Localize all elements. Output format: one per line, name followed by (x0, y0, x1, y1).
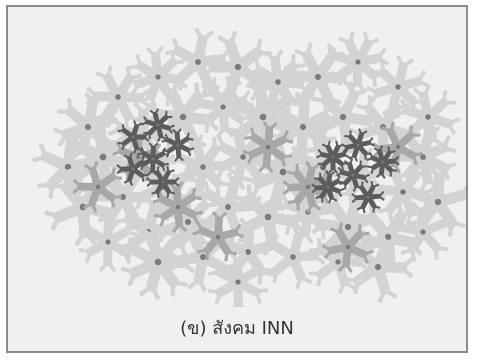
figure-caption: (ข) สังคม INN (8, 313, 466, 342)
network-cell (262, 225, 325, 290)
figure-frame: (ข) สังคม INN (6, 5, 468, 353)
inn-network-illustration (8, 7, 466, 307)
